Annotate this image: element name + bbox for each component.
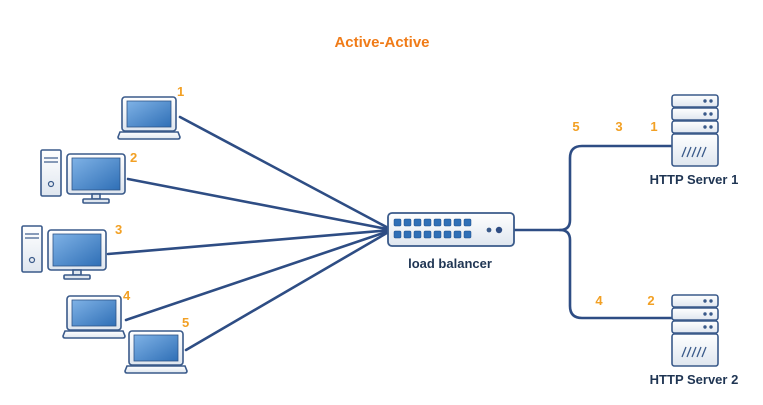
- client-1: 1: [117, 84, 184, 140]
- desktop-computer-icon: [21, 225, 107, 280]
- laptop-icon: [117, 96, 181, 140]
- wire-client-4: [124, 228, 394, 322]
- server-rack-icon: [671, 94, 719, 167]
- http-server-2: HTTP Server 2 4 2: [595, 293, 738, 387]
- http-server-1: HTTP Server 1 5 3 1: [572, 94, 739, 187]
- diagram-title: Active-Active: [334, 34, 429, 51]
- client-3: 3: [21, 222, 122, 280]
- server-connections: [510, 144, 674, 320]
- client-number: 4: [123, 288, 131, 303]
- request-number: 2: [647, 293, 654, 308]
- wire-client-2: [126, 177, 394, 232]
- wire-client-1: [178, 115, 394, 232]
- client-number: 5: [182, 315, 189, 330]
- server-label: HTTP Server 1: [650, 172, 739, 187]
- client-5: 5: [124, 315, 189, 374]
- server-rack-icon: [671, 294, 719, 367]
- server-label: HTTP Server 2: [650, 372, 739, 387]
- wire-server-1: [510, 144, 674, 232]
- request-number: 1: [650, 119, 657, 134]
- load-balancer-label: load balancer: [408, 256, 492, 271]
- client-number: 1: [177, 84, 184, 99]
- load-balancer: load balancer: [387, 212, 515, 271]
- client-connections: [106, 115, 394, 352]
- request-number: 3: [615, 119, 622, 134]
- laptop-icon: [124, 330, 188, 374]
- client-4: 4: [62, 288, 131, 339]
- wire-client-3: [106, 228, 394, 256]
- laptop-icon: [62, 295, 126, 339]
- request-number: 4: [595, 293, 603, 308]
- client-number: 3: [115, 222, 122, 237]
- desktop-computer-icon: [40, 149, 126, 204]
- wire-server-2: [558, 228, 674, 320]
- wire-client-5: [184, 228, 394, 352]
- client-number: 2: [130, 150, 137, 165]
- client-2: 2: [40, 149, 137, 204]
- request-number: 5: [572, 119, 579, 134]
- network-switch-icon: [387, 212, 515, 247]
